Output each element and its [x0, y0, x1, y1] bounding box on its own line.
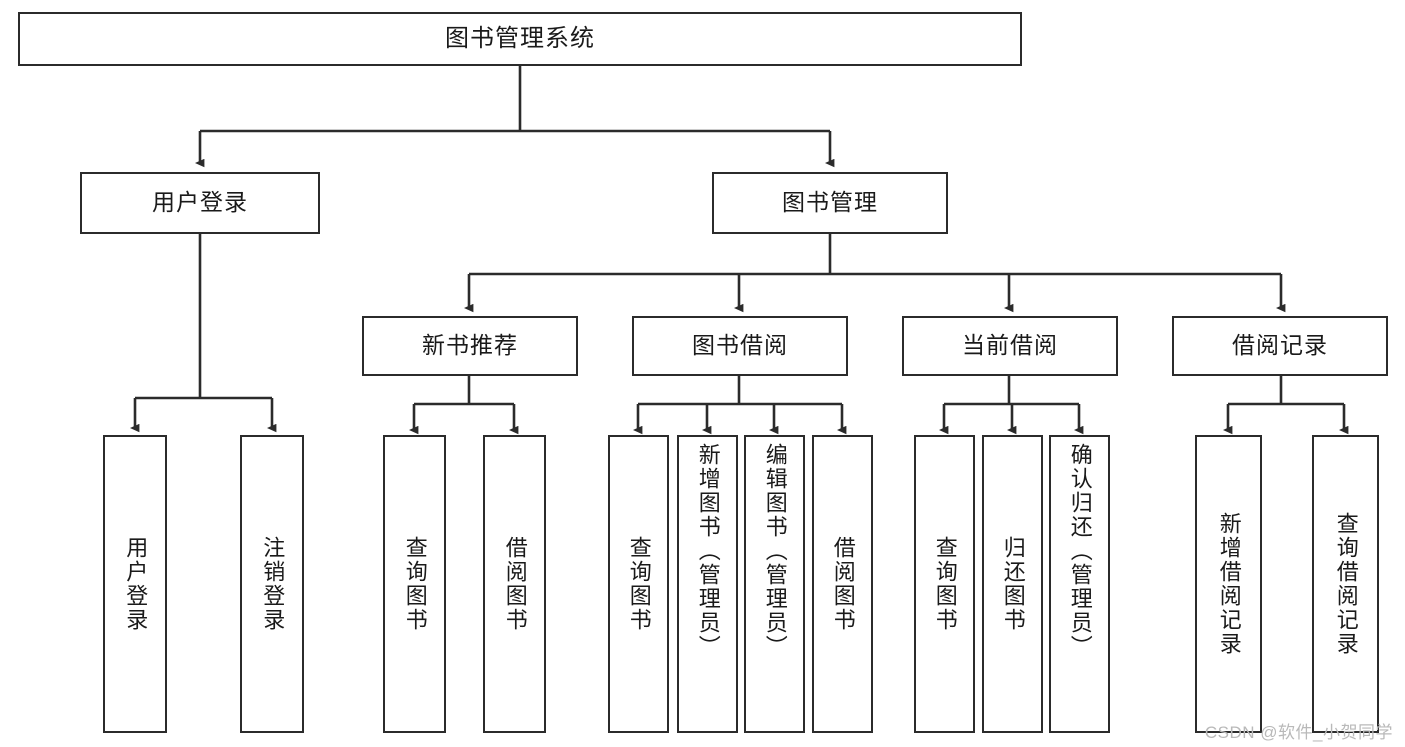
node-label: 归还图书 — [1000, 536, 1026, 632]
leaf-add-borrow-record[interactable]: 新增借阅记录 — [1195, 435, 1262, 733]
leaf-return-book[interactable]: 归还图书 — [982, 435, 1043, 733]
node-label: 确认归还（管理员） — [1067, 443, 1093, 659]
node-label: 查询图书 — [626, 536, 652, 632]
node-label: 编辑图书（管理员） — [762, 443, 788, 659]
leaf-query-book-recommend[interactable]: 查询图书 — [383, 435, 446, 733]
node-label: 当前借阅 — [962, 332, 1058, 359]
node-new-book-recommend[interactable]: 新书推荐 — [362, 316, 578, 376]
node-label: 图书管理 — [782, 189, 878, 216]
node-label: 图书管理系统 — [445, 24, 595, 52]
leaf-query-borrow-record[interactable]: 查询借阅记录 — [1312, 435, 1379, 733]
leaf-borrow-book[interactable]: 借阅图书 — [812, 435, 873, 733]
node-label: 借阅图书 — [830, 536, 856, 632]
node-label: 图书借阅 — [692, 332, 788, 359]
leaf-borrow-book-recommend[interactable]: 借阅图书 — [483, 435, 546, 733]
node-label: 查询借阅记录 — [1333, 512, 1359, 656]
node-label: 用户登录 — [123, 536, 149, 632]
leaf-add-book-admin[interactable]: 新增图书（管理员） — [677, 435, 738, 733]
node-book-borrow[interactable]: 图书借阅 — [632, 316, 848, 376]
leaf-logout-login[interactable]: 注销登录 — [240, 435, 304, 733]
node-current-borrow[interactable]: 当前借阅 — [902, 316, 1118, 376]
node-borrow-record[interactable]: 借阅记录 — [1172, 316, 1388, 376]
node-label: 注销登录 — [260, 536, 286, 632]
node-label: 新书推荐 — [422, 332, 518, 359]
node-label: 查询图书 — [402, 536, 428, 632]
node-book-management-module[interactable]: 图书管理 — [712, 172, 948, 234]
csdn-watermark: CSDN @软件_小贺同学 — [1204, 723, 1393, 742]
node-user-login-module[interactable]: 用户登录 — [80, 172, 320, 234]
leaf-query-book-borrow[interactable]: 查询图书 — [608, 435, 669, 733]
leaf-user-login[interactable]: 用户登录 — [103, 435, 167, 733]
node-label: 借阅记录 — [1232, 332, 1328, 359]
node-label: 借阅图书 — [502, 536, 528, 632]
node-book-management-system[interactable]: 图书管理系统 — [18, 12, 1022, 66]
node-label: 新增借阅记录 — [1216, 512, 1242, 656]
node-label: 新增图书（管理员） — [695, 443, 721, 659]
node-label: 查询图书 — [932, 536, 958, 632]
leaf-confirm-return-admin[interactable]: 确认归还（管理员） — [1049, 435, 1110, 733]
leaf-edit-book-admin[interactable]: 编辑图书（管理员） — [744, 435, 805, 733]
node-label: 用户登录 — [152, 189, 248, 216]
leaf-query-book-current[interactable]: 查询图书 — [914, 435, 975, 733]
